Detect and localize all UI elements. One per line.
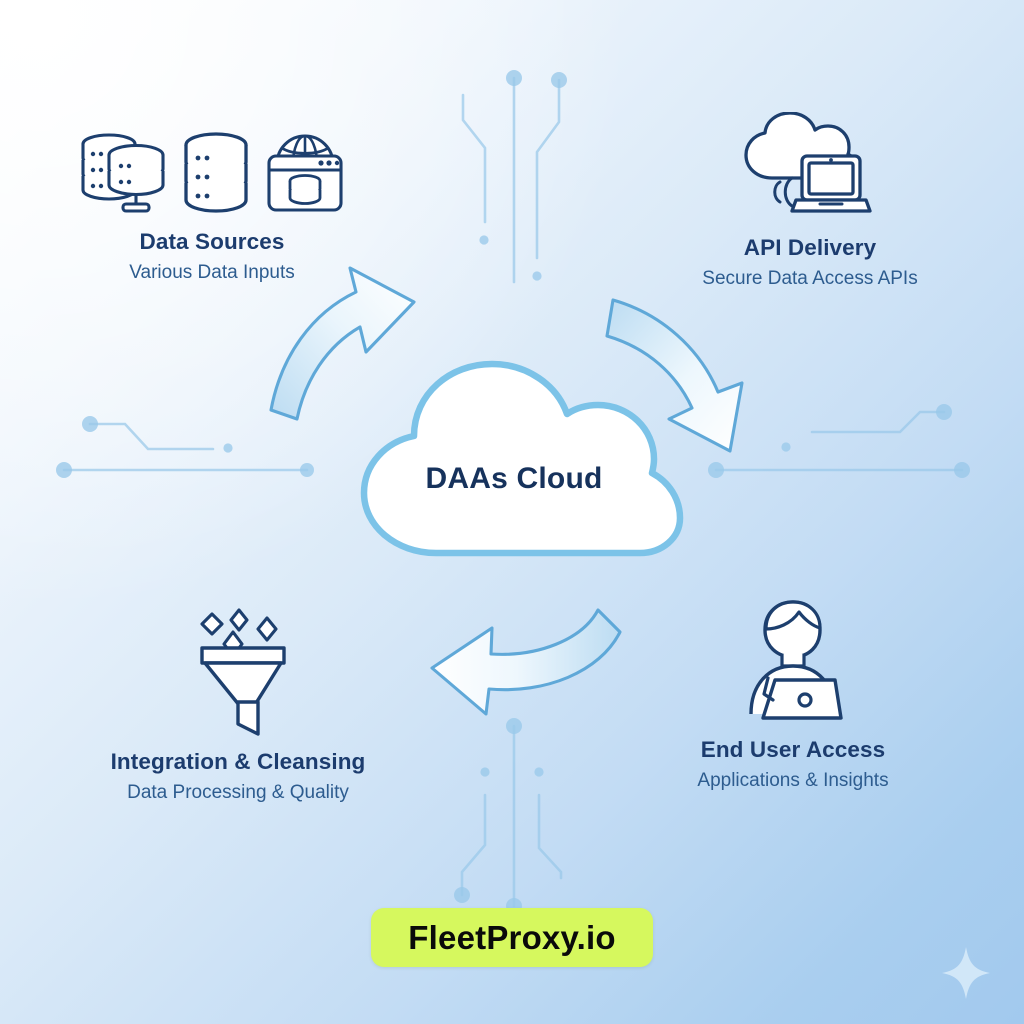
data-sources-icon-group bbox=[77, 128, 347, 216]
quadrant-subtitle: Applications & Insights bbox=[697, 769, 889, 791]
cloud-laptop-icon bbox=[744, 112, 872, 213]
api-delivery-icon-group bbox=[740, 112, 880, 222]
quadrant-integration-cleansing: Integration & Cleansing Data Processing … bbox=[58, 608, 418, 804]
cloud-icon bbox=[360, 360, 684, 557]
quadrant-title: Integration & Cleansing bbox=[110, 749, 366, 774]
web-database-icon bbox=[267, 134, 343, 212]
brand-name: FleetProxy.io bbox=[408, 918, 616, 956]
quadrant-subtitle: Secure Data Access APIs bbox=[702, 267, 918, 289]
person-laptop-icon bbox=[749, 600, 843, 720]
brand-badge: FleetProxy.io bbox=[371, 908, 653, 967]
sparkle-icon bbox=[942, 947, 990, 999]
quadrant-subtitle: Various Data Inputs bbox=[129, 261, 295, 283]
funnel-sparkle-icon bbox=[200, 608, 286, 736]
quadrant-title: End User Access bbox=[700, 737, 886, 762]
quadrant-subtitle: Data Processing & Quality bbox=[127, 781, 349, 803]
quadrant-end-user-access: End User Access Applications & Insights bbox=[628, 596, 958, 792]
quadrant-data-sources: Data Sources Various Data Inputs bbox=[42, 128, 382, 284]
database-stack-icon bbox=[81, 133, 165, 213]
database-cylinder-icon bbox=[184, 132, 248, 213]
quadrant-title: API Delivery bbox=[743, 235, 877, 260]
quadrant-api-delivery: API Delivery Secure Data Access APIs bbox=[640, 112, 980, 290]
end-user-icon-group bbox=[729, 596, 857, 724]
quadrant-title: Data Sources bbox=[139, 229, 285, 254]
daas-cloud-node: DAAs Cloud bbox=[340, 352, 688, 564]
integration-icon-group bbox=[174, 608, 302, 736]
